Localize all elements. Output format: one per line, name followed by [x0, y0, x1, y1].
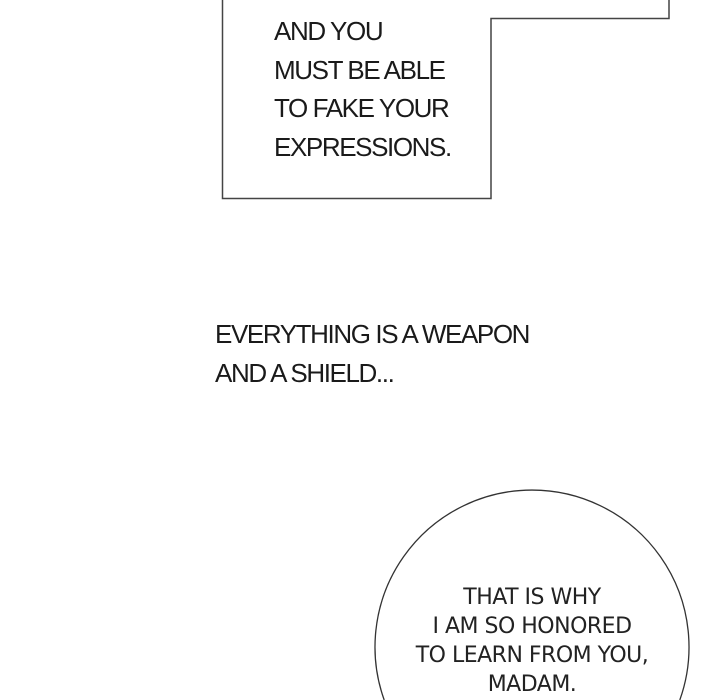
narration-line: AND YOU — [274, 16, 384, 46]
free-narration-text: EVERYTHING IS A WEAPON AND A SHIELD... — [215, 315, 530, 393]
dialogue-line: I AM SO HONORED — [432, 614, 632, 639]
speech-bubble-outline — [374, 489, 690, 700]
narration-line: AND A SHIELD... — [215, 358, 395, 388]
speech-bubble-text: THAT IS WHY I AM SO HONORED TO LEARN FRO… — [382, 583, 682, 699]
narration-box-border — [221, 0, 670, 200]
dialogue-line: MADAM. — [487, 672, 577, 697]
narration-line: EXPRESSIONS. — [274, 131, 452, 162]
narration-line: TO FAKE YOUR — [274, 93, 450, 123]
narration-box-text: AND YOU MUST BE ABLE TO FAKE YOUR EXPRES… — [274, 12, 452, 166]
dialogue-line: THAT IS WHY — [463, 585, 601, 610]
dialogue-line: TO LEARN FROM YOU, — [415, 643, 649, 668]
narration-line: MUST BE ABLE — [274, 54, 446, 85]
narration-line: EVERYTHING IS A WEAPON — [215, 319, 530, 349]
